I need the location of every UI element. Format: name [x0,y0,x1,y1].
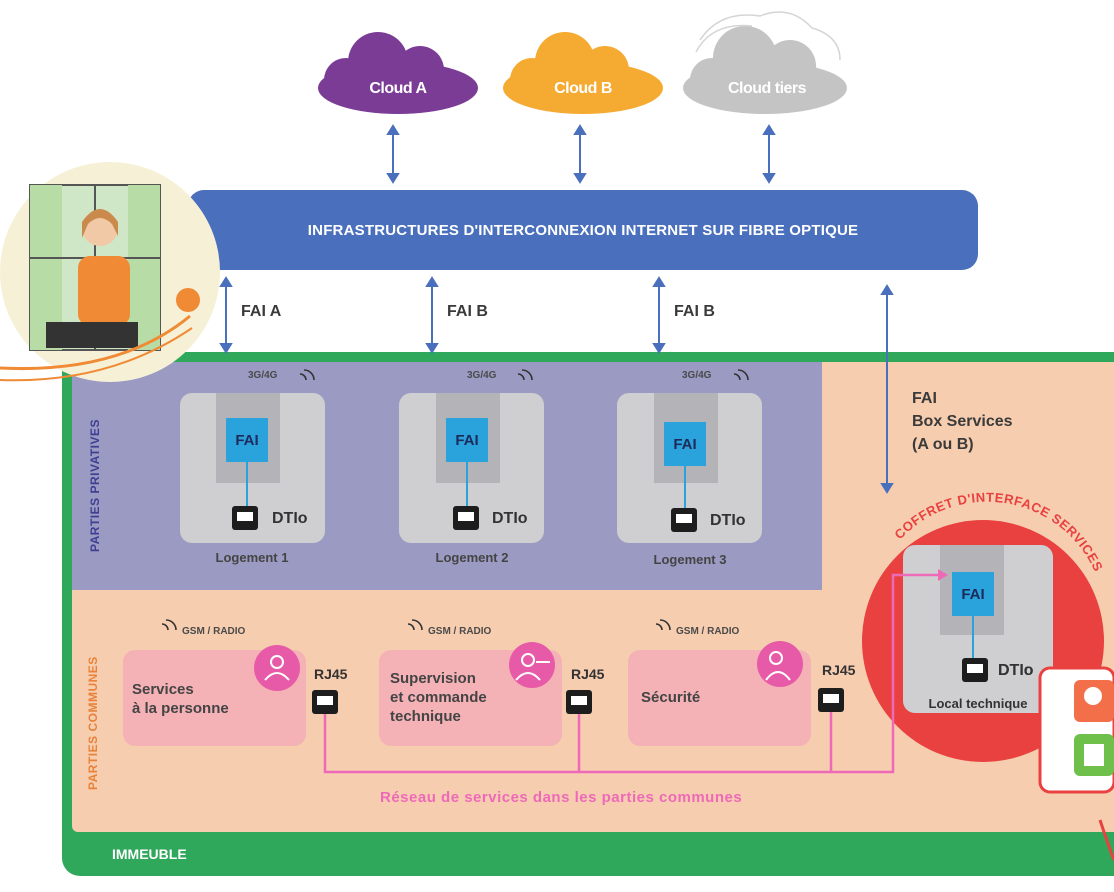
fai-box-2-label: FAI [455,432,479,449]
outlet-icons [232,506,988,714]
cloud-tiers-label: Cloud tiers [727,80,807,97]
wireless-label-1: 3G/4G [248,370,278,381]
isp-link-a: FAI A [241,303,282,320]
service-2-line1: Supervision [390,670,476,687]
port-label-1: RJ45 [314,666,348,682]
fai-box-tech [952,572,994,616]
ring-label-arc: COFFRET D'INTERFACE SERVICES [891,490,1105,574]
cloud-b-label: Cloud B [554,80,612,97]
svg-text:COFFRET D'INTERFACE SERVICES: COFFRET D'INTERFACE SERVICES [891,490,1106,574]
service-1-line2: à la personne [132,700,229,717]
cloud-a-shape [318,32,478,114]
cloud-tiers-shape [683,26,847,114]
tablet-illustration [1038,666,1114,861]
box-services-line1: FAI [912,390,937,407]
service-1-line1: Services [132,681,194,698]
gsm-label-3: GSM / RADIO [676,626,740,637]
dwelling-name-1: Logement 1 [215,550,289,565]
box-services-line2: Box Services [912,413,1013,430]
isp-link-b2: FAI B [674,303,715,320]
wifi-icons [161,369,749,631]
backbone-bar [188,190,978,270]
dwelling-name-2: Logement 2 [435,550,509,565]
outlet-label-tech: DTIo [998,662,1034,679]
service-3-line1: Sécurité [641,689,701,706]
technical-room-label: Local technique [928,696,1028,711]
services-network-label: Réseau de services dans les parties comm… [380,789,743,806]
isp-link-b1: FAI B [447,303,488,320]
outlet-label-3: DTIo [710,512,746,529]
fai-box-1 [226,418,268,462]
outlet-label-2: DTIo [492,510,528,527]
fai-box-tech-label: FAI [961,586,985,603]
box-services-line3: (A ou B) [912,436,974,453]
gsm-label-1: GSM / RADIO [182,626,246,637]
service-2-line2: et commande [390,689,487,706]
fai-box-3-label: FAI [673,436,697,453]
services-network [323,573,940,774]
fai-box-3 [664,422,706,466]
fai-box-2 [446,418,488,462]
cloud-b-shape [503,32,663,114]
security-icon [757,641,803,687]
dwelling-name-3: Logement 3 [653,552,727,567]
backbone-label: INFRASTRUCTURES D'INTERCONNEXION INTERNE… [307,222,859,239]
gsm-label-2: GSM / RADIO [428,626,492,637]
wireless-label-2: 3G/4G [467,370,497,381]
building-label: IMMEUBLE [112,846,187,862]
tech-outlet-label: DTIo [998,662,1033,679]
window-illustration [0,162,220,382]
port-label-3: RJ45 [822,662,856,678]
fai-box-1-label: FAI [235,432,259,449]
service-2-line3: technique [390,708,461,725]
outlet-label-1: DTIo [272,510,308,527]
port-label-2: RJ45 [571,666,605,682]
wireless-label-3: 3G/4G [682,370,712,381]
cloud-a-label: Cloud A [369,80,427,97]
